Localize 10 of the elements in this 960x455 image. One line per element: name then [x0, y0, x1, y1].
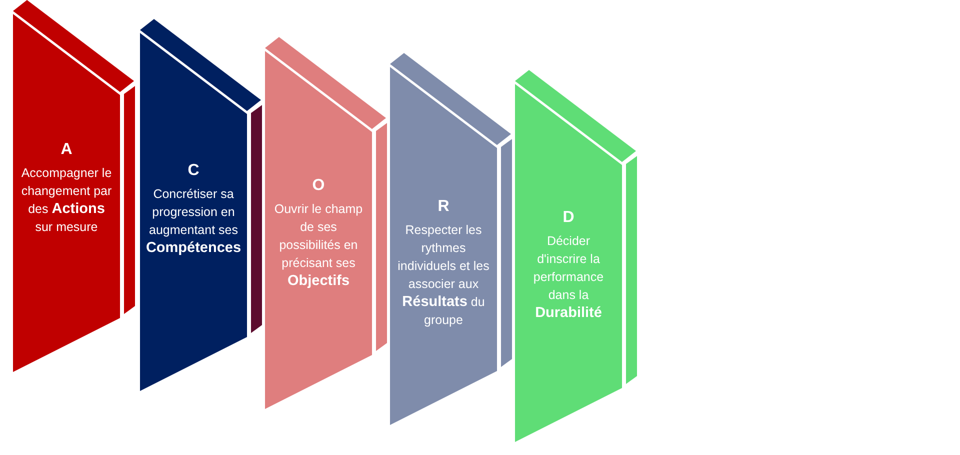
- panel-text: Décider d'inscrire la performance dans la Durabilité: [532, 233, 605, 322]
- panel-letter: C: [188, 161, 200, 181]
- panel-letter: D: [562, 208, 574, 228]
- panel-text: Respecter les rythmes individuels et les associer aux Résultats du groupe: [396, 222, 490, 329]
- panel-letter: A: [60, 140, 72, 160]
- panel-letter: R: [438, 197, 450, 217]
- panel-text: Ouvrir le champ de ses possibilités en précisant ses Objectifs: [273, 201, 364, 290]
- panel-letter: O: [312, 176, 325, 196]
- panel-text: Accompagner le changement par des Actions sur mesure: [20, 165, 113, 236]
- panel-text: Concrétiser sa progression en augmentant ses Compétences: [146, 186, 242, 257]
